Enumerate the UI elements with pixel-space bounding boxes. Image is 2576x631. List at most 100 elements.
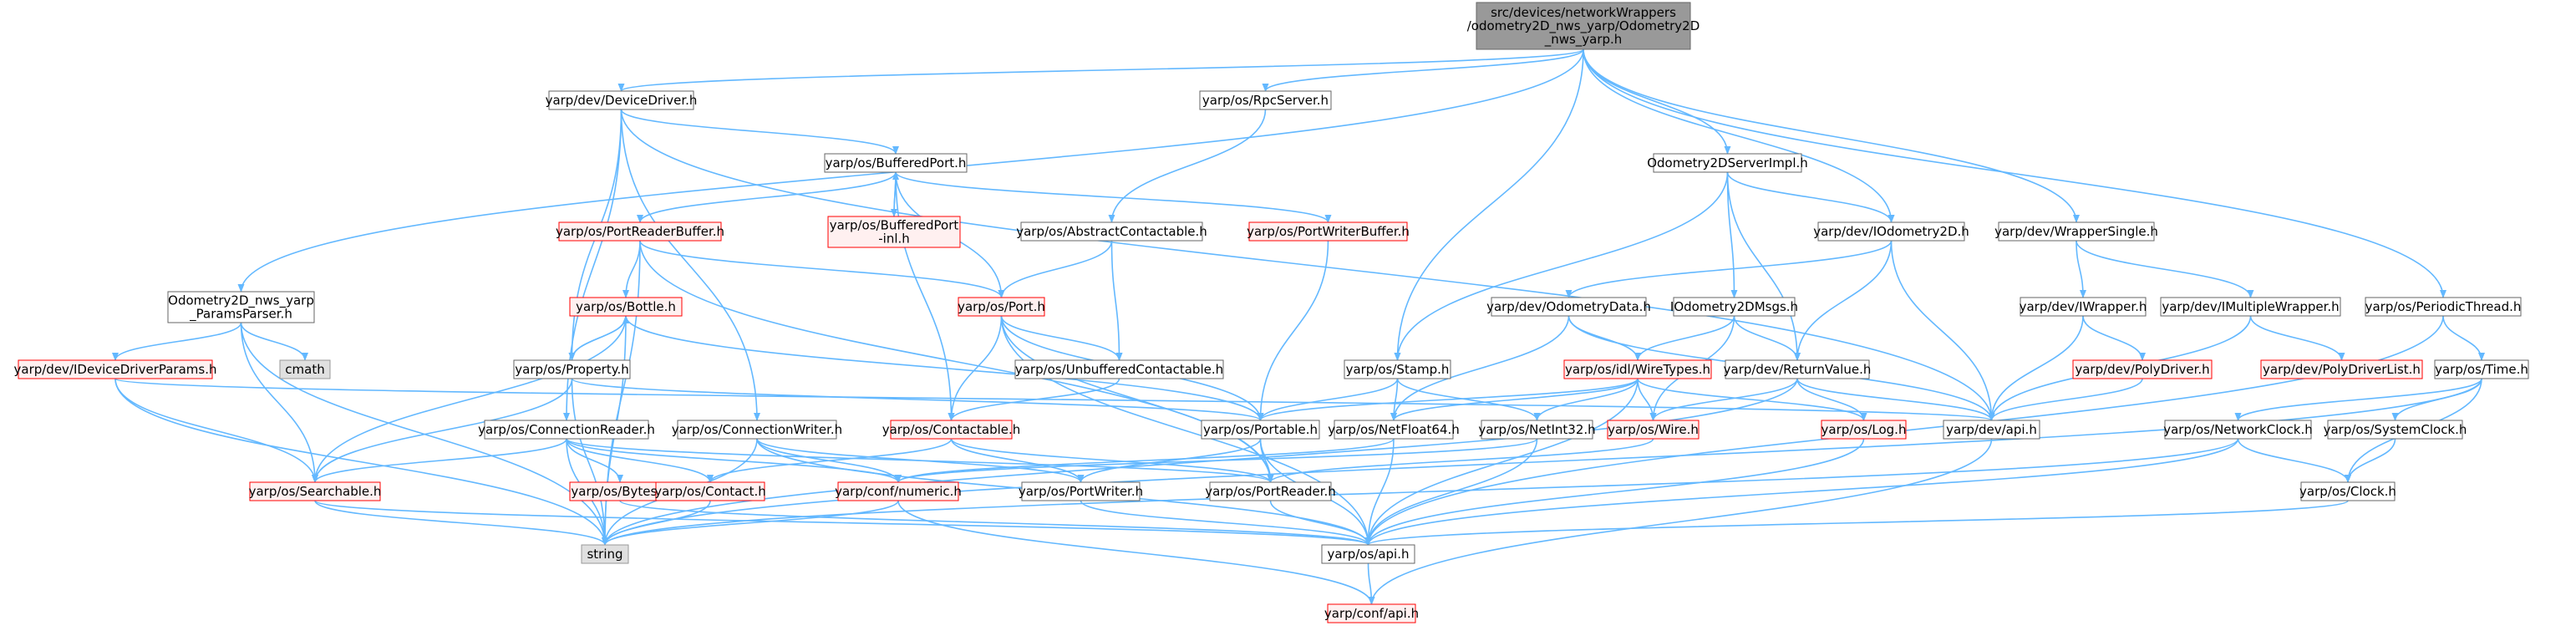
- node-box: [2327, 420, 2463, 440]
- node-bufferedportinl[interactable]: yarp/os/BufferedPort-inl.h: [827, 216, 961, 248]
- node-wiretypes[interactable]: yarp/os/idl/WireTypes.h: [1563, 359, 1712, 379]
- node-label: yarp/os/PortReaderBuffer.h: [556, 224, 724, 239]
- node-portwriterbuffer[interactable]: yarp/os/PortWriterBuffer.h: [1247, 221, 1410, 242]
- node-bufferedport[interactable]: yarp/os/BufferedPort.h: [824, 153, 968, 173]
- node-box: [2072, 359, 2213, 379]
- edge-wiretypes-to-netint32: [1533, 378, 1639, 421]
- node-odometrydata[interactable]: yarp/dev/OdometryData.h: [1486, 297, 1651, 317]
- edge-paramsparser-to-string: [240, 322, 608, 546]
- node-label: yarp/os/NetInt32.h: [1478, 422, 1595, 437]
- node-portreaderbuffer[interactable]: yarp/os/PortReaderBuffer.h: [556, 221, 724, 242]
- node-paramsparser[interactable]: Odometry2D_nws_yarp_ParamsParser.h: [167, 291, 315, 323]
- node-bottle[interactable]: yarp/os/Bottle.h: [569, 297, 683, 317]
- node-time[interactable]: yarp/os/Time.h: [2434, 359, 2529, 379]
- node-log[interactable]: yarp/os/Log.h: [1821, 420, 1907, 440]
- node-label: yarp/os/Bytes.h: [571, 484, 668, 499]
- node-root[interactable]: src/devices/networkWrappers/odometry2D_n…: [1467, 2, 1700, 50]
- node-imultiplewrapper[interactable]: yarp/dev/IMultipleWrapper.h: [2160, 297, 2341, 317]
- node-odoserverimpl[interactable]: Odometry2DServerImpl.h: [1647, 153, 1808, 173]
- node-port[interactable]: yarp/os/Port.h: [958, 297, 1045, 317]
- node-netint32[interactable]: yarp/os/NetInt32.h: [1478, 420, 1596, 440]
- edge-devicedriver-to-connwriter: [620, 109, 760, 421]
- node-iodometry2d[interactable]: yarp/dev/IOdometry2D.h: [1813, 221, 1969, 242]
- node-label: yarp/os/Log.h: [1821, 422, 1907, 437]
- node-contact[interactable]: yarp/os/Contact.h: [654, 481, 766, 501]
- node-contactable[interactable]: yarp/os/Contactable.h: [882, 420, 1021, 440]
- node-polydriverlist[interactable]: yarp/dev/PolyDriverList.h: [2260, 359, 2423, 379]
- edge-root-to-rpcserver: [1262, 48, 1584, 92]
- node-label: yarp/os/Port.h: [958, 299, 1045, 314]
- edge-bytes-to-osapi: [619, 500, 1372, 546]
- node-connreader[interactable]: yarp/os/ConnectionReader.h: [478, 420, 655, 440]
- node-label: -inl.h: [878, 232, 910, 247]
- edge-iwrapper-to-devapi: [1988, 315, 2084, 421]
- node-label: yarp/conf/numeric.h: [835, 484, 962, 499]
- edge-paramsparser-to-ideviceparams: [112, 322, 242, 361]
- edge-time-to-networkclock: [2234, 378, 2482, 421]
- node-abstractcontactable[interactable]: yarp/os/AbstractContactable.h: [1016, 221, 1207, 242]
- node-label: _ParamsParser.h: [189, 307, 292, 323]
- node-netfloat64[interactable]: yarp/os/NetFloat64.h: [1328, 420, 1460, 440]
- node-label: yarp/conf/api.h: [1324, 606, 1419, 621]
- edge-netint32-to-numeric: [895, 438, 1538, 483]
- node-portwriter[interactable]: yarp/os/PortWriter.h: [1019, 481, 1143, 501]
- node-box: [890, 420, 1013, 440]
- node-confapi[interactable]: yarp/conf/api.h: [1324, 603, 1419, 623]
- edge-polydriver-to-devapi: [1988, 378, 2143, 421]
- node-wire[interactable]: yarp/os/Wire.h: [1607, 420, 1700, 440]
- edge-bottle-to-searchable: [312, 315, 627, 483]
- edge-netint32-to-osapi: [1364, 438, 1538, 546]
- node-box: [484, 420, 649, 440]
- node-box: [1199, 90, 1332, 110]
- node-rpcserver[interactable]: yarp/os/RpcServer.h: [1199, 90, 1332, 110]
- edge-property-to-bottle: [571, 315, 629, 361]
- edge-returnvalue-to-devapi: [1796, 378, 1995, 421]
- node-iodomsgs[interactable]: IOdometry2DMsgs.h: [1670, 297, 1798, 317]
- node-periodicthread[interactable]: yarp/os/PeriodicThread.h: [2365, 297, 2522, 317]
- node-label: yarp/dev/PolyDriver.h: [2075, 362, 2209, 377]
- node-label: yarp/os/idl/WireTypes.h: [1565, 362, 1710, 377]
- node-numeric[interactable]: yarp/conf/numeric.h: [835, 481, 962, 501]
- node-connwriter[interactable]: yarp/os/ConnectionWriter.h: [672, 420, 842, 440]
- node-box: [677, 420, 837, 440]
- node-box: [1344, 359, 1451, 379]
- node-stamp[interactable]: yarp/os/Stamp.h: [1344, 359, 1451, 379]
- node-devapi[interactable]: yarp/dev/api.h: [1943, 420, 2040, 440]
- node-bytes[interactable]: yarp/os/Bytes.h: [569, 481, 671, 501]
- edge-wiretypes-to-netfloat64: [1390, 378, 1639, 421]
- node-box: [569, 297, 683, 317]
- node-iwrapper[interactable]: yarp/dev/IWrapper.h: [2020, 297, 2147, 317]
- node-osapi[interactable]: yarp/os/api.h: [1321, 544, 1415, 564]
- node-portreader[interactable]: yarp/os/PortReader.h: [1205, 481, 1336, 501]
- node-returnvalue[interactable]: yarp/dev/ReturnValue.h: [1724, 359, 1872, 379]
- edge-imultiplewrapper-to-polydriverlist: [2249, 315, 2345, 361]
- node-systemclock[interactable]: yarp/os/SystemClock.h: [2324, 420, 2467, 440]
- node-box: [1725, 359, 1870, 379]
- node-ideviceparams[interactable]: yarp/dev/IDeviceDriverParams.h: [14, 359, 217, 379]
- edge-returnvalue-to-wire: [1649, 378, 1798, 421]
- edge-property-to-portable: [571, 378, 1264, 421]
- node-networkclock[interactable]: yarp/os/NetworkClock.h: [2163, 420, 2313, 440]
- edge-unbuffered-to-contactable: [948, 378, 1120, 421]
- node-searchable[interactable]: yarp/os/Searchable.h: [249, 481, 382, 501]
- edge-iodomsgs-to-returnvalue: [1733, 315, 1801, 361]
- edge-connreader-to-contact: [566, 438, 714, 483]
- node-clock[interactable]: yarp/os/Clock.h: [2299, 481, 2396, 501]
- node-property[interactable]: yarp/os/Property.h: [513, 359, 631, 379]
- node-label: yarp/os/Portable.h: [1203, 422, 1318, 437]
- node-wrappersingle[interactable]: yarp/dev/WrapperSingle.h: [1994, 221, 2158, 242]
- node-devicedriver[interactable]: yarp/dev/DeviceDriver.h: [546, 90, 698, 110]
- node-polydriver[interactable]: yarp/dev/PolyDriver.h: [2072, 359, 2213, 379]
- edge-log-to-osapi: [1364, 438, 1865, 546]
- node-label: yarp/dev/WrapperSingle.h: [1994, 224, 2158, 239]
- edge-osapi-to-confapi: [1367, 562, 1375, 605]
- node-box: [279, 359, 331, 379]
- edges-layer: [112, 48, 2485, 605]
- edge-odometrydata-to-wiretypes: [1567, 315, 1641, 361]
- node-unbuffered[interactable]: yarp/os/UnbufferedContactable.h: [1014, 359, 1224, 379]
- node-label: yarp/os/Time.h: [2435, 362, 2528, 377]
- node-box: [2434, 359, 2529, 379]
- node-box: [1998, 221, 2155, 242]
- node-label: yarp/os/BufferedPort.h: [826, 155, 967, 170]
- node-portable[interactable]: yarp/os/Portable.h: [1201, 420, 1320, 440]
